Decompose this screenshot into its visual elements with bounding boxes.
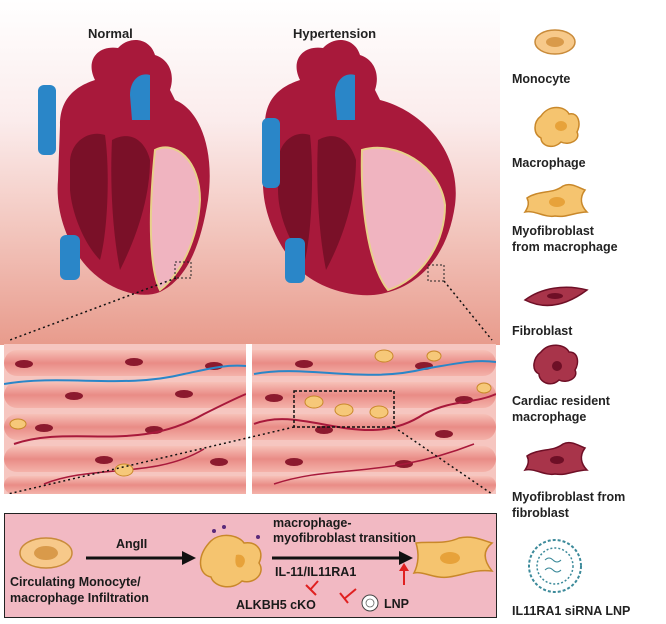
legend-icons — [523, 29, 589, 593]
infiltration-label-line1: Circulating Monocyte/ — [10, 575, 141, 589]
circulating-monocyte-icon — [19, 537, 73, 569]
lnp-label: LNP — [384, 597, 409, 611]
monocyte-icon — [534, 29, 576, 55]
legend-monocyte: Monocyte — [512, 72, 571, 86]
angii-label: AngII — [116, 537, 148, 551]
infiltration-label-line2: macrophage Infiltration — [10, 591, 149, 605]
alkbh5-cko-label: ALKBH5 cKO — [236, 598, 316, 612]
normal-title: Normal — [88, 26, 133, 41]
legend-resident-line1: Cardiac resident — [512, 394, 610, 408]
macrophage-icon — [534, 106, 580, 148]
legend-myofib-macrophage-line2: from macrophage — [512, 240, 618, 254]
pathway-panel — [4, 513, 497, 618]
transition-label-line2: myofibroblast transition — [273, 531, 417, 545]
legend-myofib-fibroblast-line1: Myofibroblast from — [512, 490, 626, 504]
legend-resident-line2: macrophage — [512, 410, 587, 424]
tissue-panels — [4, 344, 496, 494]
transition-label-line1: macrophage- — [273, 516, 352, 530]
normal-heart — [38, 39, 210, 295]
macrophage-icon — [199, 525, 262, 588]
legend-macrophage: Macrophage — [512, 156, 586, 170]
myofibroblast-fibroblast-icon — [523, 441, 589, 476]
hypertension-heart — [262, 39, 456, 296]
il11-signaling-label: IL-11/IL11RA1 — [275, 565, 357, 579]
fibroblast-icon — [523, 286, 589, 307]
legend-myofib-fibroblast-line2: fibroblast — [512, 506, 569, 520]
hearts-illustration — [9, 39, 493, 341]
myofibroblast-icon — [412, 536, 494, 579]
resident-macrophage-icon — [533, 344, 579, 385]
legend-fibroblast: Fibroblast — [512, 324, 573, 338]
legend-myofib-macrophage-line1: Myofibroblast — [512, 224, 594, 238]
lnp-small-icon — [361, 594, 379, 612]
hypertension-title: Hypertension — [293, 26, 377, 41]
lnp-icon — [528, 539, 582, 593]
myofibroblast-macrophage-icon — [523, 183, 589, 218]
legend-lnp: IL11RA1 siRNA LNP — [512, 604, 631, 618]
pathway-graphics — [19, 525, 494, 612]
